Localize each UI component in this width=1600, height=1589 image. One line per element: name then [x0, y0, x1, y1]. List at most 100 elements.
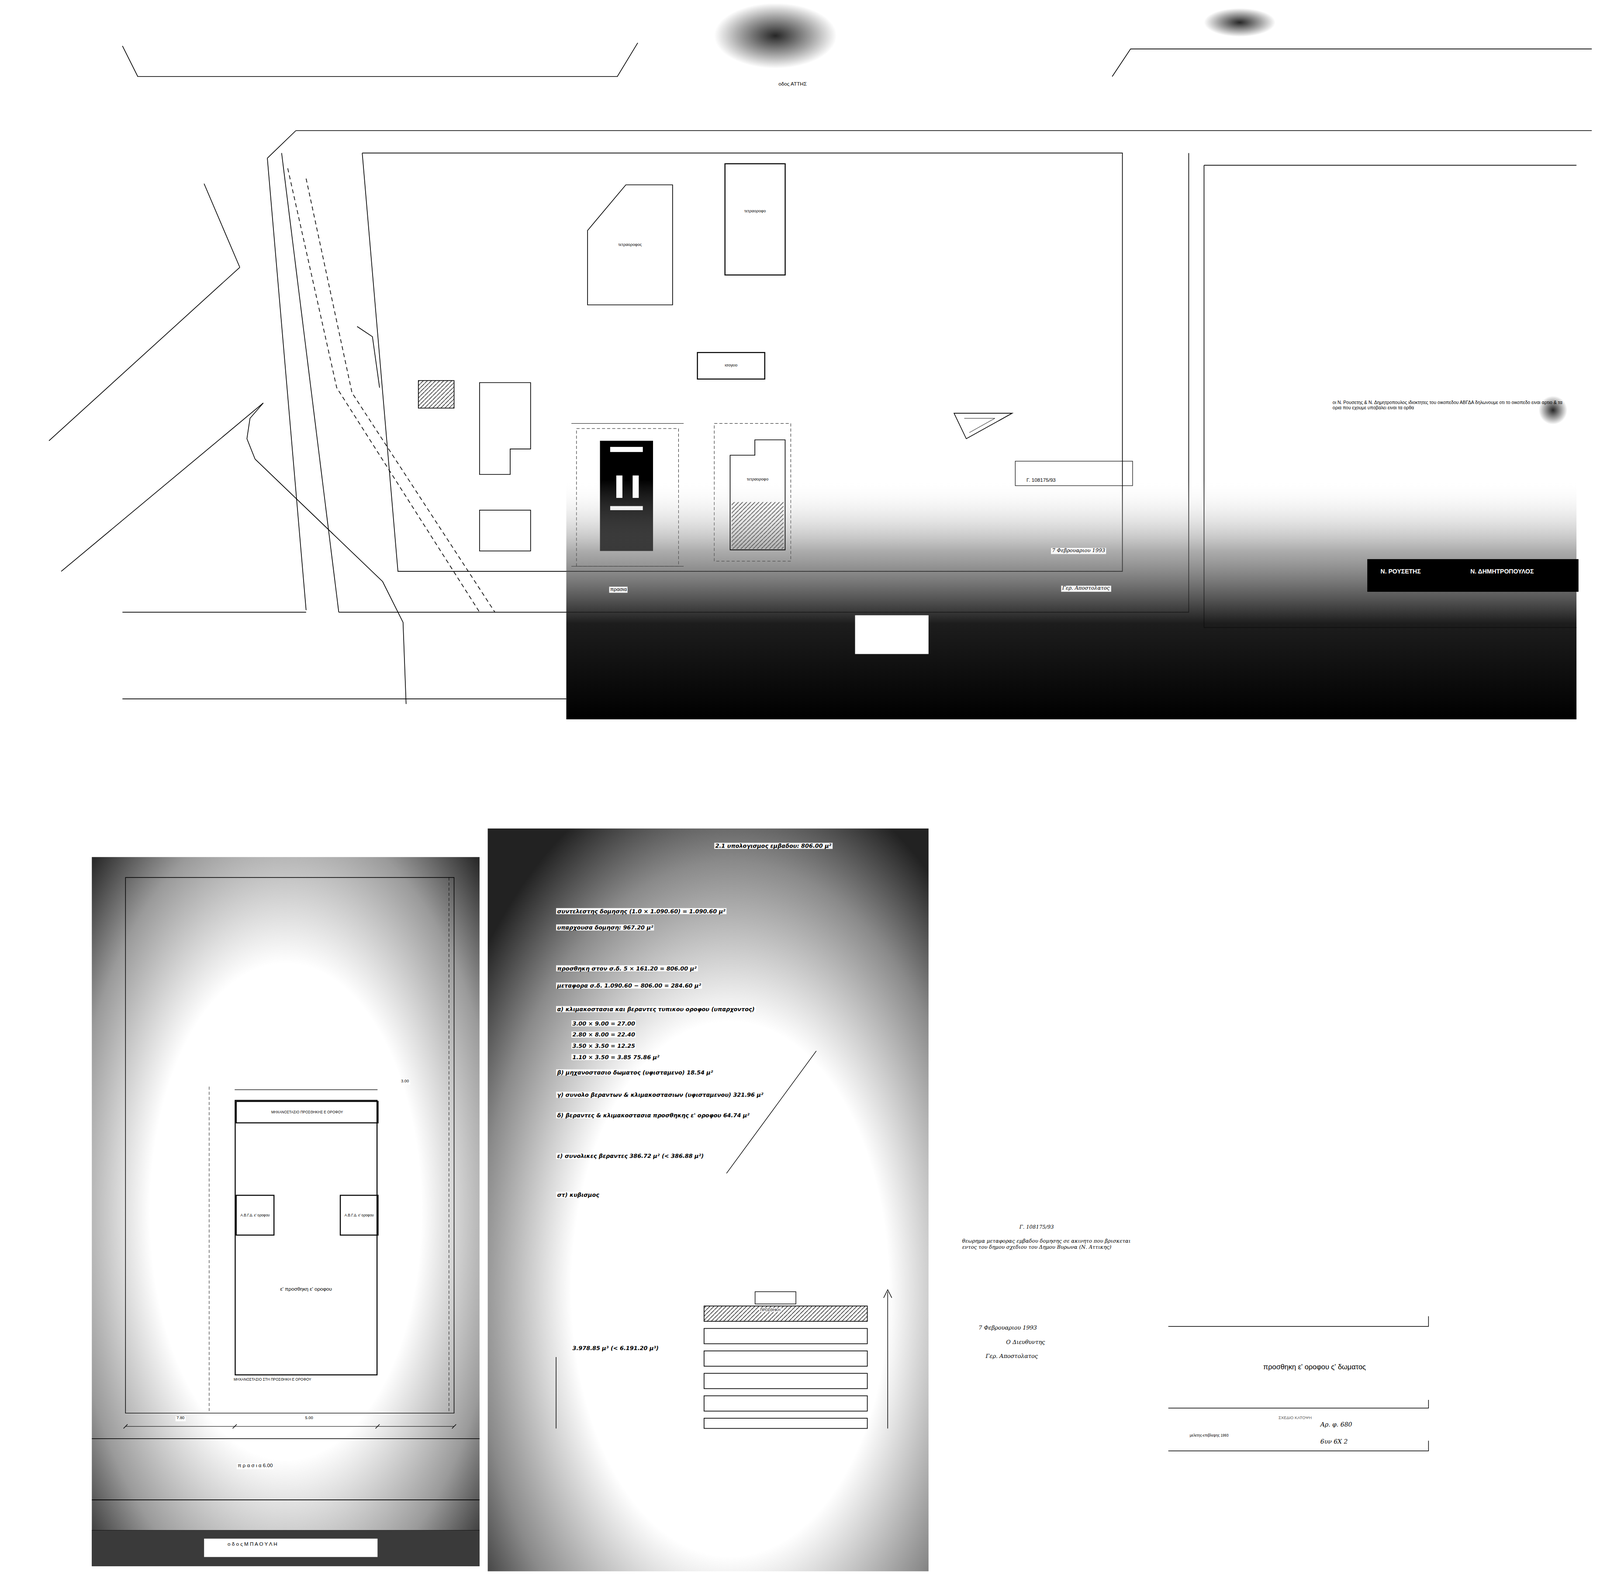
hatched-building — [418, 380, 455, 408]
street-line — [91, 1438, 480, 1440]
road-edge — [357, 326, 380, 388]
title-block-line — [1168, 1399, 1429, 1409]
scan-shadow — [91, 1530, 480, 1567]
street-line — [91, 1499, 480, 1501]
dimension-line — [125, 1426, 454, 1427]
road-edge — [255, 459, 407, 705]
elevation-floor — [704, 1396, 868, 1412]
building-outline — [479, 510, 531, 551]
owner-name: Ν. ΡΟΥΣΕΤΗΣ — [1379, 568, 1422, 576]
scan-spot — [1203, 8, 1276, 37]
drawing-title: προσθηκη ε' οροφου ς' δωματος — [1263, 1363, 1366, 1372]
plan-note: μελετης-επιβλεψης 1993 — [1188, 1433, 1230, 1438]
plan-note: πρασια — [609, 586, 629, 593]
stamp-text: Αρ. φ. 680 — [1319, 1421, 1353, 1429]
north-mark — [953, 413, 1013, 439]
arrow-head — [883, 1289, 892, 1299]
building-footprint: τετραοροφος — [586, 183, 674, 306]
node-label: Α.Β.Γ.Δ. ε' οροφου — [239, 1212, 271, 1217]
node-label: ε' προσθηκη ε' οροφου — [279, 1286, 333, 1293]
elevation-floor — [704, 1351, 868, 1367]
calculation-line: 3.978.85 μ³ (< 6.191.20 μ³) — [571, 1344, 660, 1352]
plan-note: ΜΗΧΑΝΟΣΤΑΣΙΟ ΣΤΗ ΠΡΟΣΘΗΚΗ Ε ΟΡΟΦΟΥ — [232, 1377, 313, 1382]
pen-stroke — [555, 1357, 557, 1429]
elevation-roof — [755, 1291, 796, 1304]
calculation-line: 2.80 × 8.00 = 22.40 — [571, 1031, 636, 1039]
scan-gap — [203, 1538, 378, 1558]
owner-name: Ν. ΔΗΜΗΤΡΟΠΟΥΛΟΣ — [1469, 568, 1535, 576]
building-detail — [610, 446, 643, 453]
block-edge — [281, 152, 339, 612]
shape-outline — [729, 438, 786, 551]
plan-note: οδος ΑΤΤΗΣ — [777, 81, 808, 88]
elevation-floor — [704, 1373, 868, 1389]
elevation-floor — [704, 1418, 868, 1429]
building-footprint: ισογειο — [696, 352, 766, 380]
scan-shadow — [566, 479, 1577, 720]
stamp-text: Γερ. Αποστολατος — [1060, 585, 1111, 592]
plan-note: ο δ ο ς Μ Π Α Ο Υ Λ Η — [226, 1541, 279, 1548]
calculation-line: 1.10 × 3.50 = 3.85 75.86 μ² — [571, 1053, 661, 1061]
dimension-tick — [375, 1424, 380, 1429]
building-footprint: τετραοροφο — [729, 438, 786, 551]
plan-note: 5.00 — [304, 1416, 315, 1421]
road-edge — [246, 403, 263, 460]
node-label: ισογειο — [724, 363, 739, 369]
node-label: τετραοροφο — [746, 477, 769, 483]
block-edge — [295, 130, 1592, 132]
road-edge — [122, 42, 638, 77]
plan-note: Γ. 108175/93 — [1025, 477, 1058, 484]
stamp-text: θεωρημα μεταφορας εμβαδου δομησης σε ακι… — [961, 1238, 1142, 1251]
node-label: τετραοροφο — [743, 209, 767, 215]
plan-note: 7.80 — [175, 1416, 186, 1421]
plan-note: π ρ α σ ι α 6.00 — [236, 1463, 274, 1469]
node-label: τετραοροφος — [617, 242, 643, 248]
dashed-line — [287, 168, 480, 612]
dimension-line — [571, 423, 684, 424]
stamp-text: 7 Φεβρουαριου 1993 — [1050, 547, 1106, 554]
calculation-line: γ) συνολο βεραντων & κλιμακοστασιων (υφι… — [556, 1092, 765, 1099]
north-mark — [964, 418, 996, 433]
plan-note: οι Ν. Ρουσετης & Ν. Δημητροπουλος ιδιοκτ… — [1331, 400, 1574, 411]
scan-panel — [91, 857, 480, 1567]
calculation-line: στ) κυβισμος — [556, 1191, 601, 1199]
road-edge — [203, 183, 240, 268]
calculation-line: ε) συνολικες βεραντες 386.72 μ² (< 386.8… — [556, 1153, 705, 1160]
stair-core: Α.Β.Γ.Δ. ε' οροφου — [339, 1194, 379, 1236]
stamp-text: Γερ. Αποστολατος — [984, 1353, 1039, 1360]
shape-outline — [729, 439, 785, 550]
calculation-line: 3.50 × 3.50 = 12.25 — [571, 1042, 636, 1050]
stamp-text: 7 Φεβρουαριου 1993 — [977, 1324, 1038, 1331]
stamp-text: Ο Διευθυντης — [1005, 1338, 1047, 1346]
plan-note: ΠΡΟΣΘΗΚΗ — [759, 1308, 782, 1313]
stamp-text: 6υν 6Χ 2 — [1319, 1438, 1349, 1446]
node-label: Α.Β.Γ.Δ. ε' οροφου — [343, 1212, 375, 1217]
dimension-tick — [452, 1424, 457, 1429]
plot-outline — [125, 877, 454, 1414]
elevation-floor — [704, 1306, 868, 1322]
dimension-line — [234, 1089, 378, 1090]
dimension-line — [448, 877, 450, 1414]
calculation-line: 2.1 υπολογισμος εμβαδου: 806.00 μ² — [714, 843, 833, 850]
title-block-line — [1168, 1316, 1429, 1327]
dimension-tick — [232, 1424, 237, 1429]
scan-gap — [855, 615, 929, 655]
road-edge — [122, 698, 567, 700]
road-edge — [1112, 48, 1592, 77]
road-edge — [61, 403, 264, 572]
dimension-tick — [123, 1424, 128, 1429]
floor-addition: ε' προσθηκη ε' οροφουΜΗΧΑΝΟΣΤΑΣΙΟ ΠΡΟΣΘΗ… — [234, 1099, 378, 1376]
dimension-line — [208, 1086, 210, 1414]
scan-spot — [714, 3, 837, 69]
name-bar — [1367, 559, 1579, 592]
stair-core: Α.Β.Γ.Δ. ε' οροφου — [235, 1194, 275, 1236]
scan-panel — [487, 828, 929, 1572]
elevation-floor — [704, 1328, 868, 1344]
road-edge — [48, 267, 240, 441]
calculation-line: α) κλιμακοστασια και βεραντες τυπικου ορ… — [556, 1005, 756, 1013]
title-block-text: ΣΧΕΔΙΟ ΚΑΤΟΨΗ — [1277, 1416, 1314, 1421]
stamp-text: Γ. 108175/93 — [1018, 1224, 1055, 1231]
